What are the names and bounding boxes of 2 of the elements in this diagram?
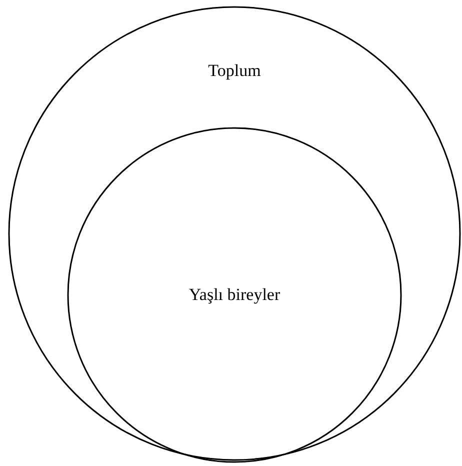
- circle-label: Toplum: [208, 61, 261, 81]
- circle-label: Yaşlı bireyler: [188, 285, 280, 305]
